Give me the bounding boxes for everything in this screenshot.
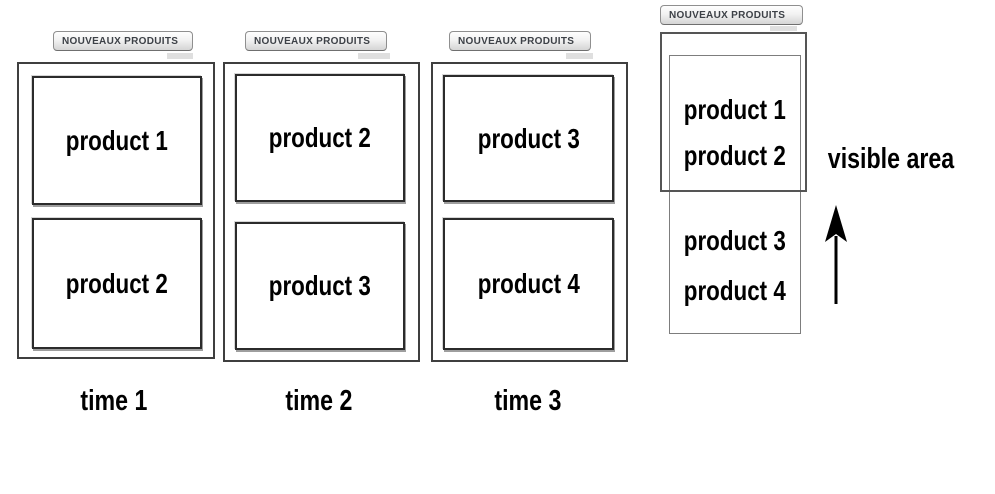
product-tile-label: product 3 [477,122,580,154]
tab-label: NOUVEAUX PRODUITS [669,9,786,21]
list-item: product 1 [683,94,787,125]
nouveaux-produits-tab: NOUVEAUX PRODUITS [53,31,193,51]
list-item: product 3 [683,225,787,256]
product-list-box [669,55,801,334]
tab-shadow [770,26,797,31]
widget-frame-time2: product 2 product 3 [223,62,420,362]
tab-shadow [167,53,193,59]
nouveaux-produits-tab: NOUVEAUX PRODUITS [449,31,591,51]
tab-label: NOUVEAUX PRODUITS [62,35,179,47]
visible-area-box [660,32,807,192]
product-tile: product 2 [32,218,202,349]
list-item: product 4 [683,275,787,306]
product-tile-label: product 2 [268,122,372,153]
visible-area-label: visible area [827,143,955,175]
product-tile: product 3 [443,75,614,202]
product-tile: product 1 [32,76,202,205]
up-arrow-icon [825,205,847,304]
time-label: time 1 [80,385,148,417]
product-tile: product 2 [235,74,405,202]
product-tile-label: product 4 [477,268,580,299]
nouveaux-produits-tab: NOUVEAUX PRODUITS [660,5,803,25]
product-tile-label: product 1 [65,124,169,156]
product-tile: product 3 [235,222,405,350]
time-label: time 3 [494,385,562,417]
nouveaux-produits-tab: NOUVEAUX PRODUITS [245,31,387,51]
list-item: product 2 [683,140,787,171]
tab-label: NOUVEAUX PRODUITS [458,35,575,47]
tab-shadow [566,53,593,59]
product-tile: product 4 [443,218,614,350]
widget-frame-time3: product 3 product 4 [431,62,628,362]
product-tile-label: product 2 [65,267,169,299]
tab-label: NOUVEAUX PRODUITS [254,35,371,47]
tab-shadow [358,53,390,59]
time-label: time 2 [285,385,353,417]
product-tile-label: product 3 [268,270,372,301]
widget-frame-time1: product 1 product 2 [17,62,215,359]
